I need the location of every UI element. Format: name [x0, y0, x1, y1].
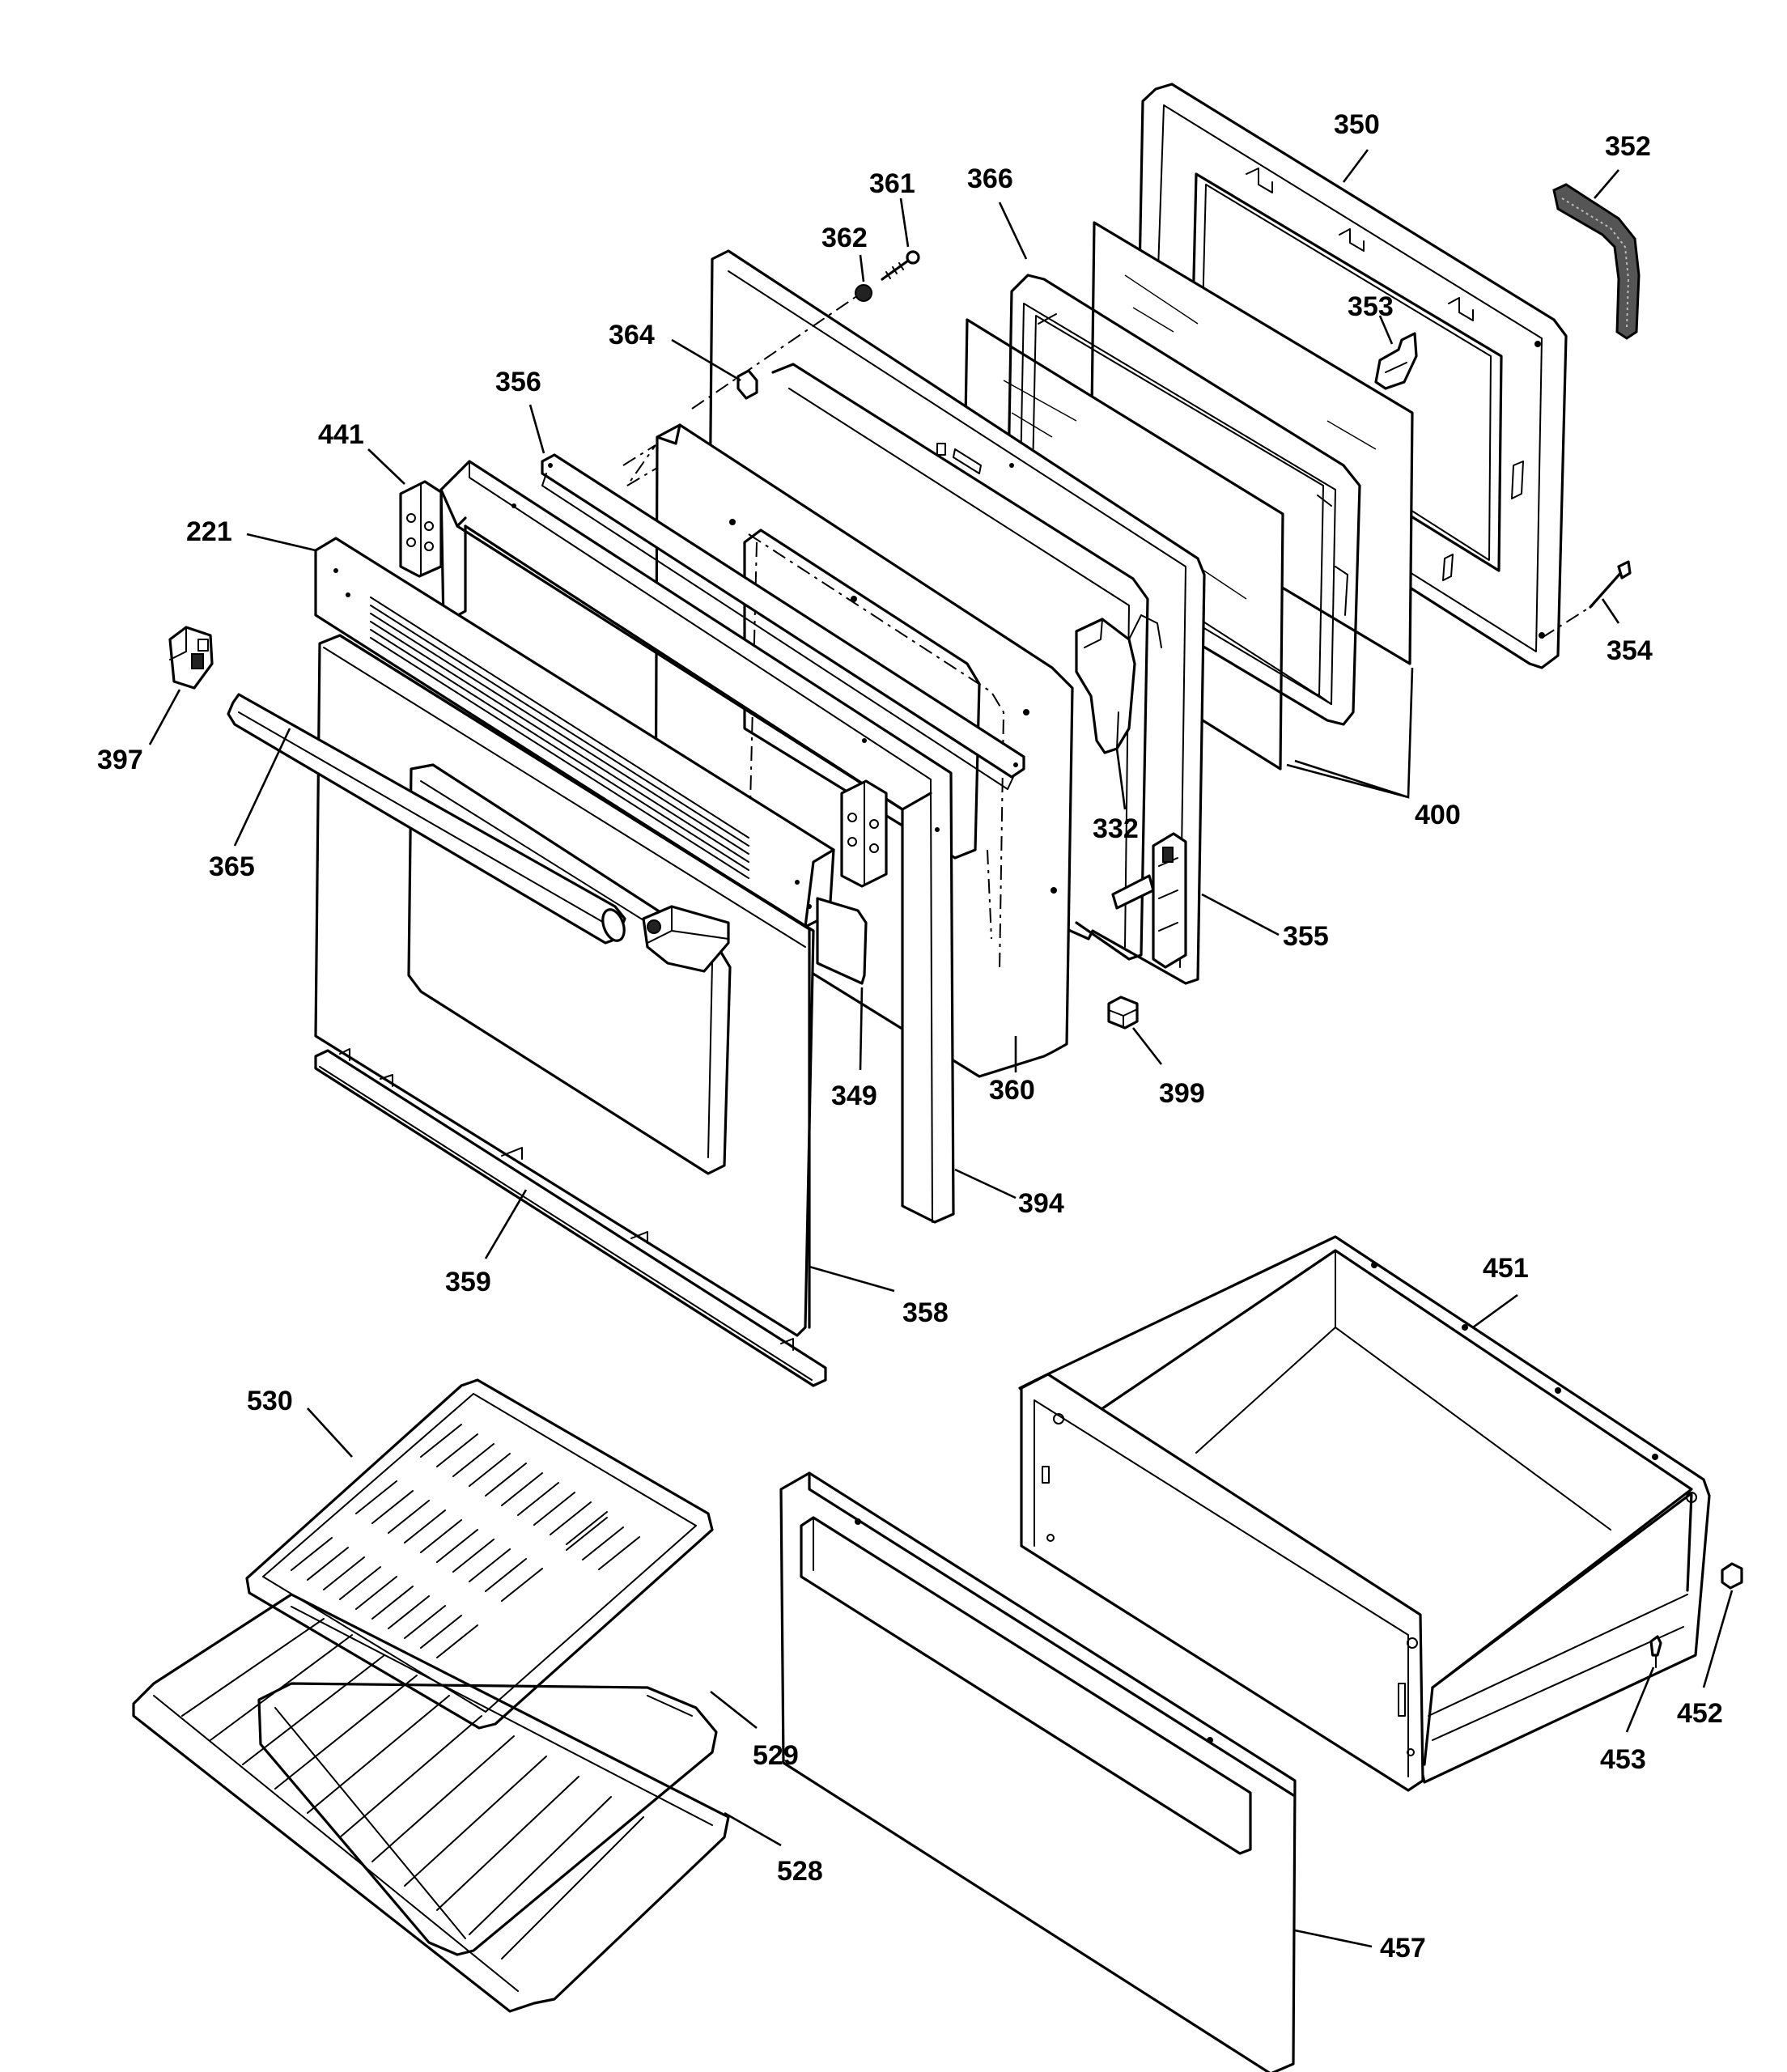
part-356-top-rail: [541, 453, 1025, 790]
callout-361: 361: [869, 168, 915, 199]
callout-352: 352: [1605, 131, 1651, 162]
callout-355: 355: [1283, 921, 1329, 952]
part-528-oven-rack: [132, 1593, 730, 2013]
rack-bars: [181, 1618, 644, 1959]
callout-358: 358: [902, 1297, 949, 1328]
callout-453: 453: [1600, 1744, 1646, 1775]
part-221-vent-trim: [314, 537, 835, 928]
callout-529: 529: [753, 1740, 799, 1771]
callout-332: 332: [1093, 813, 1139, 844]
callout-528: 528: [777, 1856, 823, 1887]
assembly-line-361: [691, 295, 859, 410]
part-365-door-handle: [227, 693, 626, 945]
part-362-washer: [855, 284, 872, 302]
leader-lines: [148, 149, 1734, 1948]
callout-356: 356: [495, 367, 541, 397]
part-349-pad: [816, 897, 868, 985]
part-394-door-wrapper: [439, 460, 955, 1224]
part-441-hinge-bracket: [399, 480, 443, 578]
callout-451: 451: [1483, 1253, 1529, 1284]
callout-452: 452: [1677, 1698, 1723, 1729]
part-530-broiler-pan-insert: [245, 1378, 714, 1730]
part-452-bumper: [1721, 1562, 1743, 1590]
callout-399: 399: [1159, 1078, 1205, 1109]
part-397-clip: [168, 626, 214, 690]
callout-400: 400: [1415, 800, 1461, 830]
callout-457: 457: [1380, 1933, 1426, 1964]
callout-349: 349: [831, 1081, 877, 1111]
part-354-screw: [1541, 560, 1632, 639]
callout-397: 397: [97, 745, 143, 775]
assembly-line-364: [622, 444, 658, 486]
callout-366: 366: [967, 163, 1013, 194]
callout-360: 360: [989, 1075, 1035, 1106]
callout-221: 221: [186, 516, 232, 547]
callout-354: 354: [1607, 635, 1653, 666]
part-457-drawer-front: [779, 1471, 1297, 2072]
callout-364: 364: [609, 320, 655, 350]
part-399-block: [1107, 996, 1139, 1030]
callout-530: 530: [247, 1386, 293, 1416]
callout-359: 359: [445, 1267, 491, 1297]
callout-365: 365: [209, 851, 255, 882]
part-hinge-bracket-lower: [840, 779, 888, 888]
vent-slots: [370, 597, 749, 879]
callout-350: 350: [1334, 109, 1380, 140]
callout-441: 441: [318, 419, 364, 450]
part-353-clip: [1374, 332, 1418, 390]
callout-394: 394: [1018, 1188, 1064, 1219]
part-352-door-gasket: [1552, 183, 1641, 340]
callout-353: 353: [1348, 291, 1394, 322]
part-359-bottom-rail: [314, 1048, 827, 1387]
handle-end-cap: [642, 905, 730, 973]
callout-362: 362: [821, 223, 868, 253]
slot-pattern: [291, 1424, 640, 1658]
part-451-drawer-body: [1018, 1235, 1711, 1792]
part-453-screw: [1649, 1635, 1662, 1668]
callout-labels: 350 352 361 366 362 353 364 356 441 221 …: [97, 109, 1723, 1964]
part-361-screw: [881, 250, 920, 281]
part-529-broiler-pan: [257, 1682, 718, 1956]
